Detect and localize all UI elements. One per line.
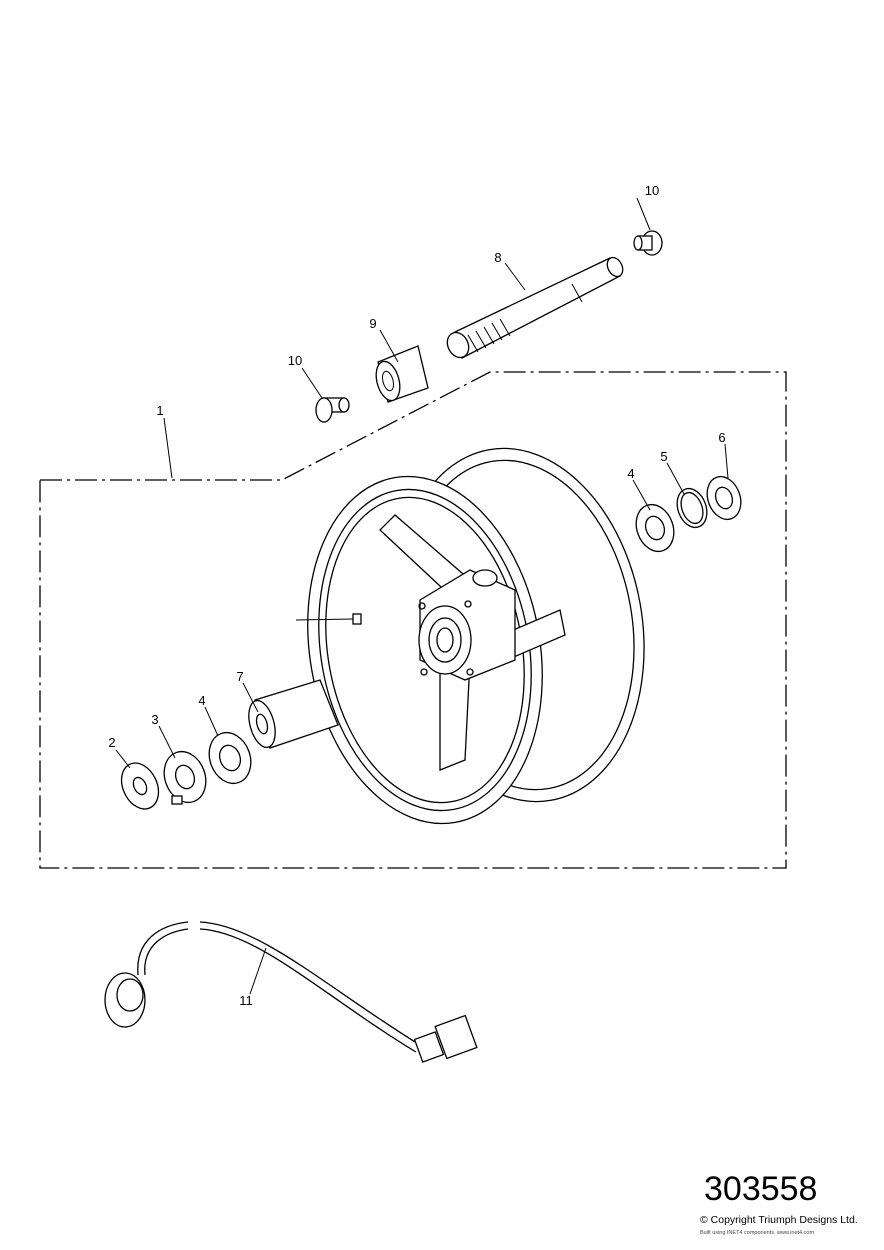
callout-11: 11 <box>239 993 253 1008</box>
reference-number: 303558 <box>704 1170 818 1208</box>
callout-7: 7 <box>236 669 243 684</box>
sleeve <box>248 679 339 749</box>
callout-2: 2 <box>108 735 115 750</box>
callout-3: 3 <box>151 712 158 727</box>
copyright-notice: © Copyright Triumph Designs Ltd. <box>700 1214 858 1226</box>
callout-4-left: 4 <box>198 693 205 708</box>
axle-cap-right <box>633 230 663 256</box>
washer-right <box>706 475 742 521</box>
wheel <box>307 447 645 825</box>
bearing-left <box>208 731 252 785</box>
callout-6: 6 <box>718 430 725 445</box>
bearing-right <box>635 503 675 553</box>
leader-lines <box>115 197 729 995</box>
callout-1: 1 <box>156 403 163 418</box>
washer-left <box>120 762 160 810</box>
axle-cap-left <box>315 397 350 423</box>
callout-4-right: 4 <box>627 466 634 481</box>
built-with-note: Built using INET4 components. www.inet4.… <box>700 1230 815 1236</box>
assembly-boundary <box>39 371 787 869</box>
callout-10-left: 10 <box>288 353 302 368</box>
callout-10-right: 10 <box>645 183 659 198</box>
abs-ring <box>163 750 207 805</box>
callout-5: 5 <box>660 449 667 464</box>
wheel-speed-sensor <box>104 921 478 1063</box>
spacer <box>375 345 429 403</box>
circlip <box>676 487 708 529</box>
callout-8: 8 <box>494 250 501 265</box>
axle <box>446 256 624 359</box>
callout-9: 9 <box>369 316 376 331</box>
